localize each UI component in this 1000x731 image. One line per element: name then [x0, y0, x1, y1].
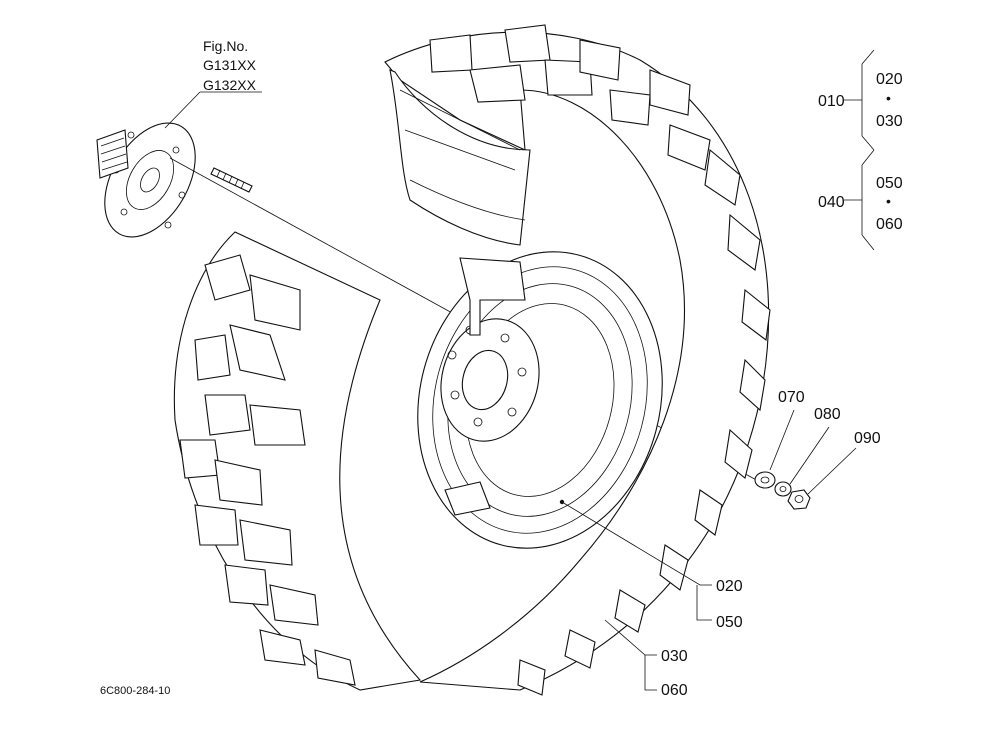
callout-dot-1: • — [886, 90, 891, 106]
drawing-code: 6C800-284-10 — [100, 685, 170, 697]
callout-dot-2: • — [886, 193, 891, 209]
callout-080: 080 — [814, 406, 841, 423]
callout-010: 010 — [818, 93, 845, 110]
stud-bolt[interactable] — [210, 167, 253, 193]
fig-heading: Fig.No. — [203, 38, 248, 54]
hex-nut[interactable] — [787, 489, 811, 510]
callout-050-bottom: 050 — [716, 614, 743, 631]
callout-030-bottom: 030 — [661, 648, 688, 665]
callout-020-bottom: 020 — [716, 578, 743, 595]
callout-040: 040 — [818, 194, 845, 211]
callout-060-top: 060 — [876, 216, 903, 233]
fig-number-2: G132XX — [203, 77, 257, 93]
callout-030-top: 030 — [876, 113, 903, 130]
callout-050-top: 050 — [876, 175, 903, 192]
wheel-hub-flange[interactable] — [86, 107, 214, 252]
callout-090: 090 — [854, 430, 881, 447]
tire-body[interactable] — [173, 24, 771, 696]
fig-number-1: G131XX — [203, 57, 257, 73]
leader-lines — [164, 49, 875, 691]
callout-020-top: 020 — [876, 71, 903, 88]
flat-washer[interactable] — [754, 471, 776, 489]
callout-labels: 010 020 • 030 040 050 • 060 070 080 090 … — [661, 71, 903, 699]
callout-060-bottom: 060 — [661, 682, 688, 699]
callout-070: 070 — [778, 389, 805, 406]
wheel-rim[interactable] — [385, 224, 694, 576]
figure-number-block: Fig.No. G131XX G132XX — [203, 38, 257, 93]
lock-washer[interactable] — [774, 481, 792, 497]
